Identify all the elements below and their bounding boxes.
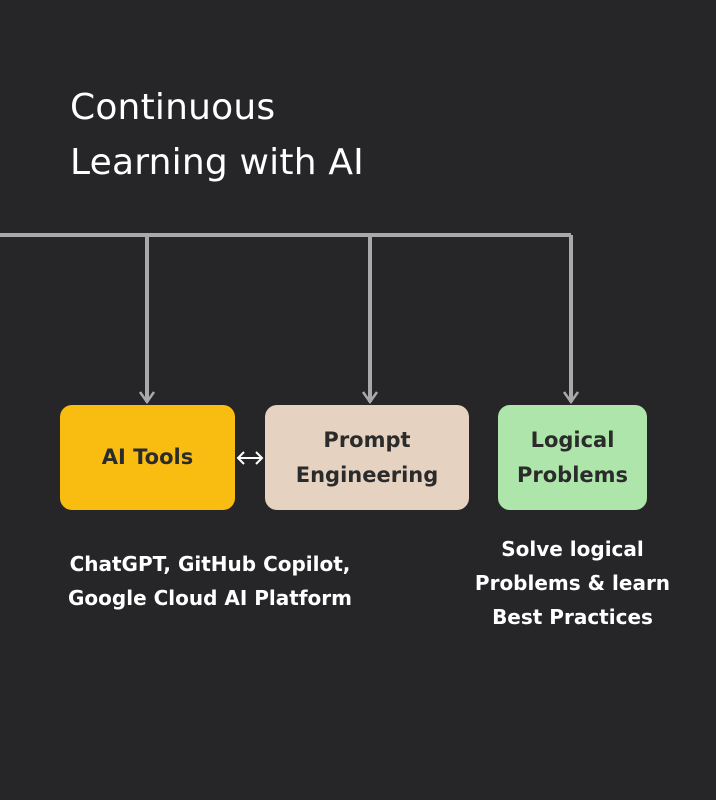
bidirectional-arrow-icon bbox=[236, 451, 264, 465]
logical-problems-caption-line-2: Problems & learn bbox=[474, 571, 671, 595]
prompt-engineering-label-line-1: Prompt bbox=[323, 427, 411, 452]
ai-tools-caption: ChatGPT, GitHub Copilot, Google Cloud AI… bbox=[45, 547, 375, 615]
logical-problems-label-line-1: Logical bbox=[530, 427, 615, 452]
page-title: Continuous Learning with AI bbox=[70, 80, 490, 190]
logical-problems-label-line-2: Problems bbox=[516, 462, 629, 487]
ai-tools-label: AI Tools bbox=[102, 440, 193, 475]
logical-problems-node: Logical Problems bbox=[498, 405, 647, 510]
logical-problems-caption-line-3: Best Practices bbox=[492, 605, 653, 629]
prompt-engineering-arrow-icon bbox=[361, 391, 379, 405]
logical-problems-caption-line-1: Solve logical bbox=[501, 537, 644, 561]
ai-tools-caption-line-1: ChatGPT, GitHub Copilot, bbox=[69, 552, 351, 576]
prompt-engineering-node: Prompt Engineering bbox=[265, 405, 469, 510]
ai-tools-label-line-1: AI Tools bbox=[101, 445, 194, 469]
ai-tools-arrow-icon bbox=[138, 391, 156, 405]
title-line-2: Learning with AI bbox=[70, 142, 364, 183]
logical-problems-arrow-icon bbox=[562, 391, 580, 405]
prompt-engineering-label: Prompt Engineering bbox=[296, 423, 439, 493]
title-line-1: Continuous bbox=[70, 87, 276, 128]
logical-problems-caption: Solve logical Problems & learn Best Prac… bbox=[460, 532, 685, 634]
ai-tools-caption-line-2: Google Cloud AI Platform bbox=[68, 586, 352, 610]
ai-tools-node: AI Tools bbox=[60, 405, 235, 510]
prompt-engineering-label-line-2: Engineering bbox=[295, 462, 439, 487]
logical-problems-label: Logical Problems bbox=[517, 423, 628, 493]
